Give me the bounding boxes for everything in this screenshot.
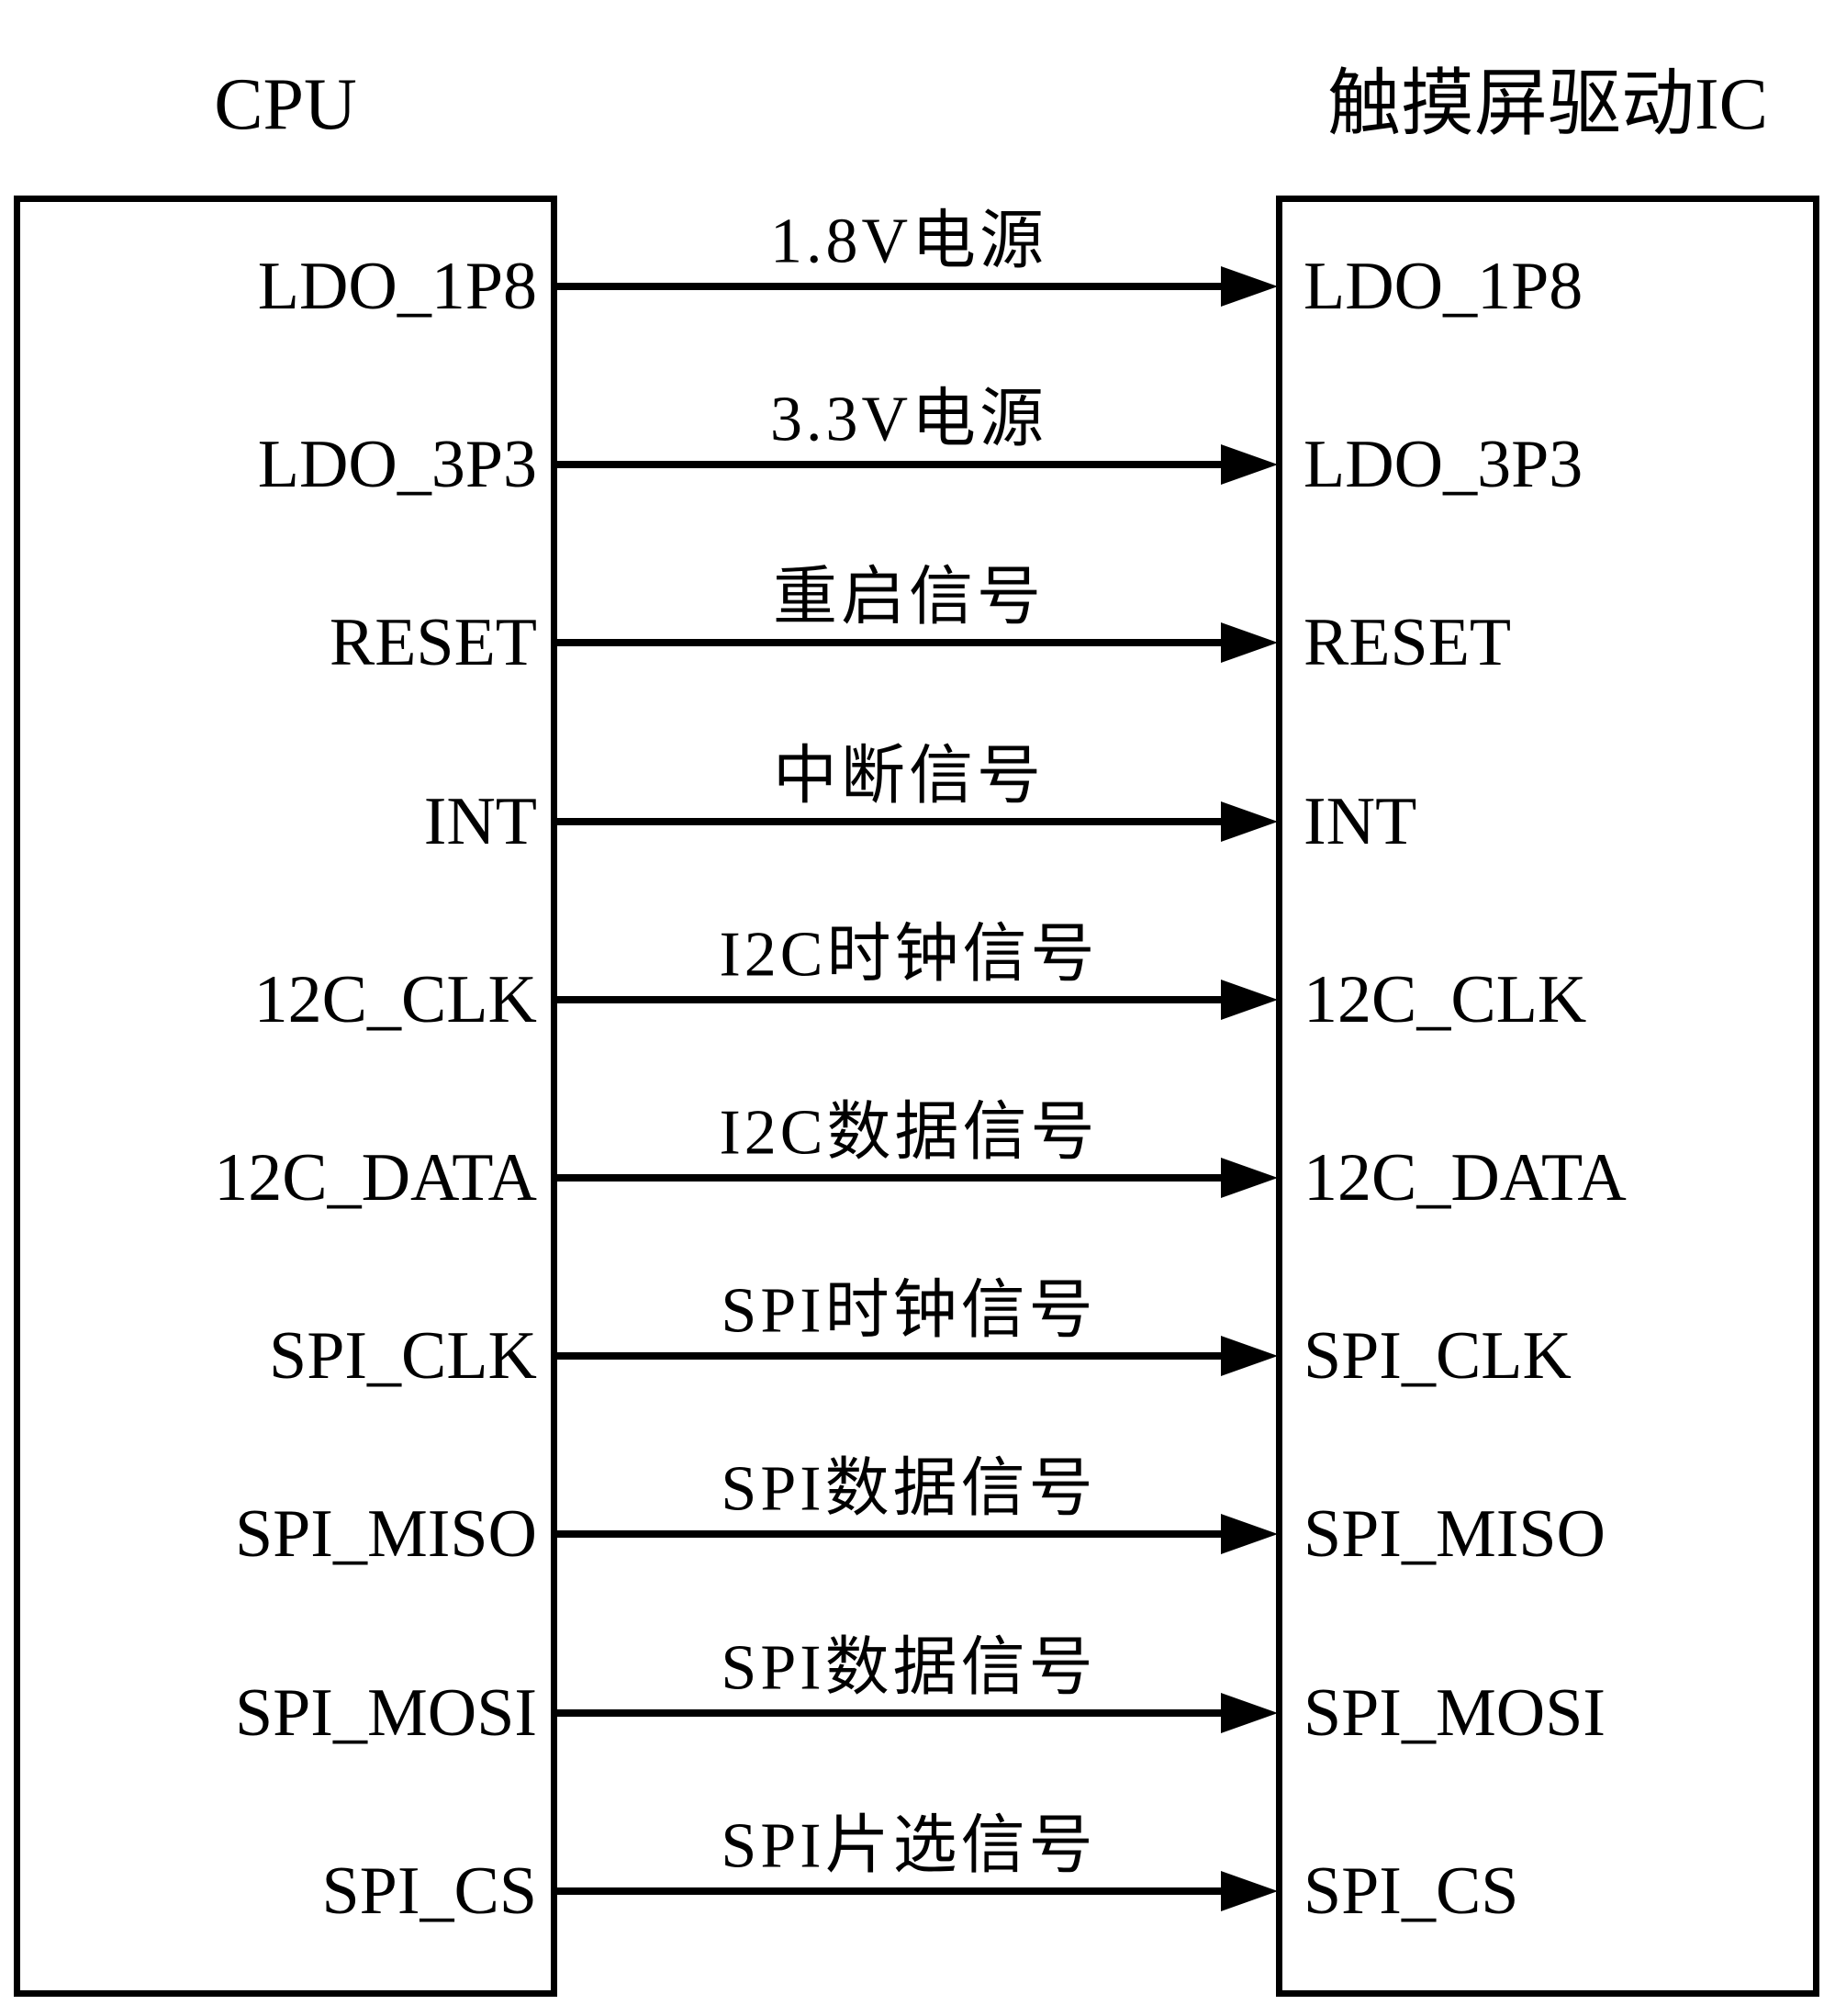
cpu-title: CPU	[214, 64, 357, 145]
arrowhead-icon	[1221, 1336, 1278, 1376]
arrowhead-icon	[1221, 980, 1278, 1020]
arrow-line	[557, 1352, 1225, 1360]
arrowhead-icon	[1221, 1871, 1278, 1911]
signal-label: I2C时钟信号	[719, 919, 1099, 991]
cpu-pin-label: RESET	[329, 605, 537, 680]
driver-pin-label: 12C_CLK	[1304, 962, 1587, 1037]
driver-pin-label: SPI_MOSI	[1304, 1675, 1606, 1751]
cpu-pin-label: SPI_MOSI	[235, 1675, 537, 1751]
driver-pin-label: LDO_3P3	[1304, 427, 1583, 502]
arrow-line	[557, 1174, 1225, 1182]
arrowhead-icon	[1221, 1158, 1278, 1198]
arrowhead-icon	[1221, 1514, 1278, 1554]
arrowhead-icon	[1221, 1693, 1278, 1733]
cpu-pin-label: 12C_CLK	[253, 962, 537, 1037]
cpu-pin-label: INT	[423, 784, 537, 859]
arrow-line	[557, 818, 1225, 825]
driver-ic-title: 触摸屏驱动IC	[1327, 64, 1768, 145]
cpu-pin-label: 12C_DATA	[214, 1140, 537, 1215]
cpu-pin-label: SPI_MISO	[235, 1496, 537, 1572]
arrow-line	[557, 639, 1225, 646]
cpu-box	[14, 196, 557, 1997]
arrow-line	[557, 283, 1225, 290]
driver-pin-label: 12C_DATA	[1304, 1140, 1627, 1215]
arrowhead-icon	[1221, 444, 1278, 485]
signal-label: SPI时钟信号	[721, 1275, 1097, 1347]
signal-label: SPI数据信号	[721, 1632, 1097, 1704]
signal-label: 1.8V电源	[769, 206, 1048, 277]
signal-label: SPI片选信号	[721, 1810, 1097, 1882]
arrow-line	[557, 1887, 1225, 1895]
cpu-pin-label: LDO_3P3	[257, 427, 537, 502]
signal-label: 3.3V电源	[769, 384, 1048, 455]
signal-label: 中断信号	[773, 741, 1045, 812]
arrow-line	[557, 1530, 1225, 1538]
driver-pin-label: INT	[1304, 784, 1417, 859]
cpu-pin-label: SPI_CS	[321, 1854, 537, 1929]
signal-label: 重启信号	[773, 562, 1045, 633]
signal-label: I2C数据信号	[719, 1097, 1099, 1169]
arrowhead-icon	[1221, 266, 1278, 307]
arrow-line	[557, 461, 1225, 468]
cpu-pin-label: LDO_1P8	[257, 249, 537, 324]
driver-pin-label: SPI_CLK	[1304, 1318, 1572, 1394]
arrowhead-icon	[1221, 622, 1278, 663]
arrow-line	[557, 996, 1225, 1003]
driver-ic-box	[1276, 196, 1819, 1997]
arrow-line	[557, 1709, 1225, 1717]
driver-pin-label: SPI_CS	[1304, 1854, 1519, 1929]
arrowhead-icon	[1221, 801, 1278, 842]
signal-label: SPI数据信号	[721, 1453, 1097, 1525]
cpu-pin-label: SPI_CLK	[269, 1318, 537, 1394]
driver-pin-label: RESET	[1304, 605, 1512, 680]
driver-pin-label: LDO_1P8	[1304, 249, 1583, 324]
driver-pin-label: SPI_MISO	[1304, 1496, 1606, 1572]
